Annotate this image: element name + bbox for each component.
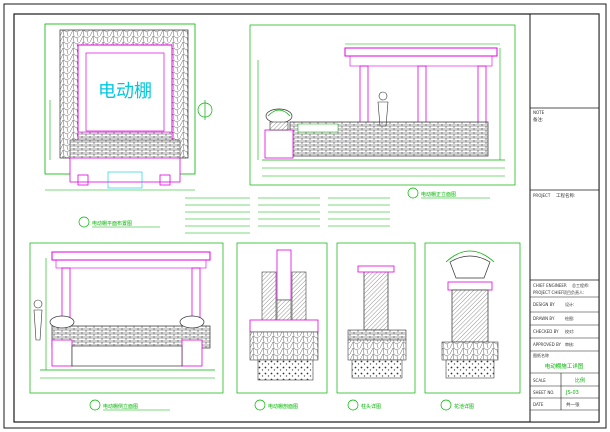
outer-border xyxy=(3,3,607,429)
section-3-caption: 花池详图 xyxy=(454,403,474,410)
drawing-name-label: 图纸名称 xyxy=(533,352,549,358)
project-label: PROJECT xyxy=(533,193,551,198)
section-1-caption: 电动棚剖面图 xyxy=(268,403,298,410)
front-elevation-caption: 电动棚正立面图 xyxy=(421,191,456,198)
scale-value: 比例 xyxy=(575,377,585,384)
page-value: 共一张 xyxy=(566,401,580,408)
section-3-caption-group: 花池详图 xyxy=(440,399,474,411)
section-detail-3 xyxy=(424,242,521,394)
side-elevation xyxy=(29,242,224,394)
note-label: NOTE xyxy=(533,110,545,115)
drawing-name: 电动棚施工详图 xyxy=(545,362,584,370)
plan-caption: 电动棚平面布置图 xyxy=(92,220,132,227)
date-label: DATE xyxy=(533,402,544,407)
chief-engineer-text: 总工程师: xyxy=(572,282,589,288)
sheet-value: JS-03 xyxy=(565,390,579,396)
approved-text: 审核: xyxy=(565,341,574,347)
sheet-label: SHEET NO. xyxy=(533,390,555,395)
project-chief-text: 项目负责人: xyxy=(563,289,584,295)
section-detail-1 xyxy=(236,242,328,394)
side-elevation-caption-group: 电动棚侧立面图 xyxy=(89,399,170,411)
section-2-caption-group: 柱头详图 xyxy=(347,399,381,411)
section-1-caption-group: 电动棚剖面图 xyxy=(254,399,298,411)
checked-label: CHECKED BY xyxy=(533,329,559,334)
drawn-text: 绘图: xyxy=(565,315,574,321)
approved-label: APPROVED BY xyxy=(533,342,562,347)
project-text: 工程名称: xyxy=(556,192,576,199)
side-elevation-caption: 电动棚侧立面图 xyxy=(103,403,138,410)
design-label: DESIGN BY xyxy=(533,302,555,307)
section-2-caption: 柱头详图 xyxy=(361,403,381,410)
plan-view: 电动棚 xyxy=(44,23,213,191)
title-block: NOTE 备注: PROJECT 工程名称: CHIEF ENGINEER 总工… xyxy=(529,13,600,423)
project-chief-label: PROJECT CHIEF xyxy=(533,290,564,295)
plan-caption-group: 电动棚平面布置图 xyxy=(78,216,160,228)
checked-text: 校对: xyxy=(565,328,574,334)
plan-center-label: 电动棚 xyxy=(98,81,152,102)
section-detail-2 xyxy=(336,242,416,394)
front-elevation xyxy=(249,24,516,186)
scale-label: SCALE xyxy=(533,378,546,383)
note-text: 备注: xyxy=(533,116,544,123)
general-notes xyxy=(185,197,390,234)
front-elevation-caption-group: 电动棚正立面图 xyxy=(407,187,490,199)
chief-engineer-label: CHIEF ENGINEER xyxy=(533,283,567,288)
design-text: 设计: xyxy=(565,301,574,307)
drawn-label: DRAWN BY xyxy=(533,316,555,321)
